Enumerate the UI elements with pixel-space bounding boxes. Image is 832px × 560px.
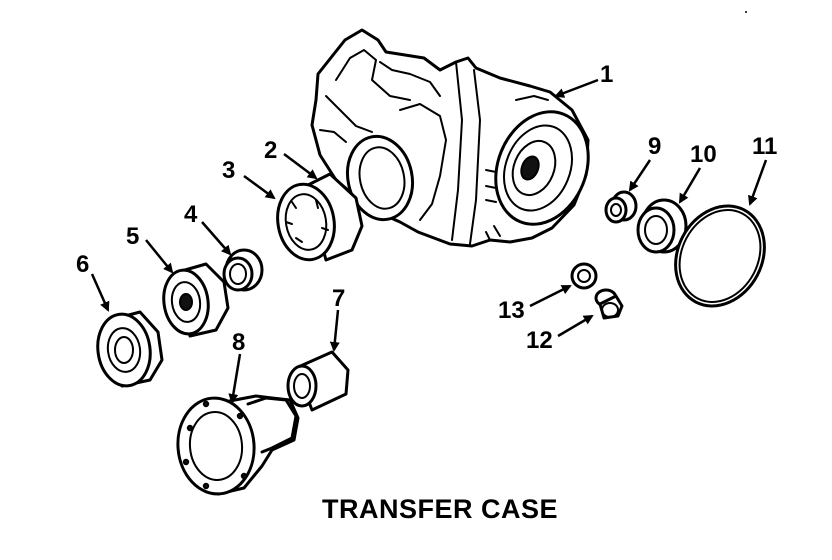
callout-3: 3 (222, 157, 235, 184)
sleeve-part-7 (286, 350, 350, 412)
arrow-2 (283, 153, 318, 180)
arrow-3 (243, 174, 276, 200)
callout-5: 5 (126, 223, 139, 250)
arrow-5 (145, 239, 174, 274)
plug-part-12 (594, 288, 624, 320)
o-ring-part-11 (674, 204, 766, 308)
callout-13: 13 (498, 297, 525, 324)
seal-part-9 (604, 190, 638, 224)
diagram-title: TRANSFER CASE (322, 494, 558, 524)
callout-4: 4 (184, 201, 198, 228)
arrow-8 (228, 353, 242, 404)
seal-part-13 (570, 262, 598, 290)
callout-8: 8 (232, 329, 245, 356)
arrow-11 (748, 159, 768, 206)
callout-12: 12 (526, 327, 553, 354)
arrow-9 (628, 159, 652, 192)
callout-9: 9 (648, 133, 661, 160)
extension-housing-part-8 (176, 394, 300, 496)
bearing-part-2 (276, 172, 364, 262)
seal-part-10 (636, 198, 688, 254)
callout-7: 7 (332, 285, 345, 312)
callout-6: 6 (76, 251, 89, 278)
bearing-part-6 (96, 310, 164, 388)
arrow-10 (678, 167, 702, 204)
seal-part-4 (222, 248, 264, 292)
arrow-1 (554, 78, 599, 98)
arrow-12 (557, 314, 594, 338)
callout-10: 10 (690, 141, 717, 168)
arrow-4 (201, 221, 232, 256)
callout-arrows (90, 78, 768, 404)
transfer-case-housing (310, 28, 590, 248)
arrow-13 (529, 284, 572, 308)
callout-11: 11 (752, 133, 777, 160)
bearing-part-5 (162, 262, 230, 338)
stray-dot (745, 11, 747, 13)
callout-2: 2 (264, 137, 277, 164)
arrow-6 (90, 273, 110, 312)
callout-1: 1 (600, 61, 613, 88)
callout-numbers: 1 2 3 4 5 6 7 8 9 10 11 12 13 (76, 61, 777, 356)
arrow-7 (329, 309, 340, 352)
